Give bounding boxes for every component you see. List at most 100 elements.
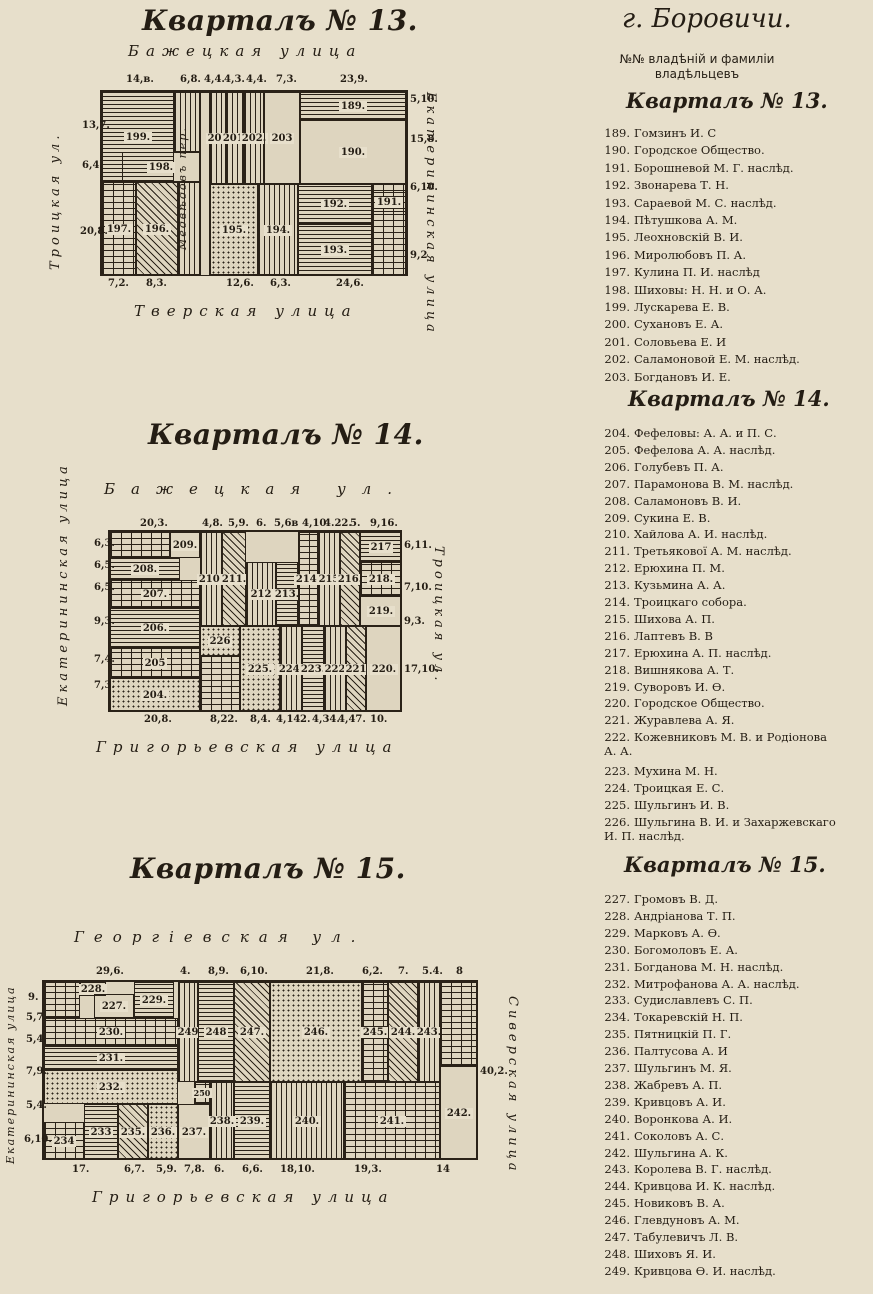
list-item: 229.Марковъ А. Ѳ. bbox=[604, 926, 720, 940]
dim: 7,8. bbox=[184, 1164, 205, 1175]
dim: 7,3. bbox=[94, 680, 115, 691]
entry-number: 248. bbox=[604, 1246, 630, 1261]
entry-number: 226. bbox=[604, 814, 630, 829]
dim: 8,3. bbox=[146, 278, 167, 289]
list-item: 194.Пѣтушкова А. М. bbox=[604, 213, 737, 227]
entry-number: 236. bbox=[604, 1044, 630, 1059]
dim: 6,4. bbox=[82, 160, 103, 171]
list-item: 208.Саламоновъ В. И. bbox=[604, 494, 741, 508]
lot: 229. bbox=[134, 982, 174, 1018]
list-item: 203.Богдановъ И. Е. bbox=[604, 370, 730, 384]
dim: 18,10. bbox=[280, 1164, 315, 1175]
list-item: 213.Кузьмина А. А. bbox=[604, 578, 725, 592]
list-item: 218.Вишнякова А. Т. bbox=[604, 663, 734, 677]
list-item: 232.Митрофанова А. А. наслѣд. bbox=[604, 976, 800, 991]
entry-number: 238. bbox=[604, 1077, 630, 1092]
entry-number: 199. bbox=[604, 300, 630, 314]
dim: 4. bbox=[180, 966, 191, 977]
lot: 225. bbox=[240, 626, 280, 712]
owner-name: Палтусова А. И bbox=[634, 1044, 728, 1059]
entry-number: 193. bbox=[604, 195, 630, 210]
entry-number: 233. bbox=[604, 993, 630, 1008]
list-item: 189.Гомзинъ И. С bbox=[604, 126, 716, 140]
lot: 237. bbox=[178, 1104, 210, 1160]
dim: 8,4. bbox=[250, 714, 271, 725]
q13-lane: Медвѣдовъ пер. bbox=[176, 126, 189, 250]
q14-street-top: Бажецкая ул. bbox=[104, 480, 408, 498]
list-item: 195.Леохновскій В. И. bbox=[604, 230, 743, 244]
q13-street-left: Троицкая ул. bbox=[48, 131, 63, 270]
list-item: 237.Шульгинъ М. Я. bbox=[604, 1061, 731, 1075]
owner-name: Судиславлевъ С. П. bbox=[634, 993, 753, 1008]
list-item: 221.Журавлева А. Я. bbox=[604, 713, 734, 727]
lot: 207. bbox=[110, 580, 200, 608]
list-item: 193.Сараевой М. С. наслѣд. bbox=[604, 195, 776, 210]
list-item: 240.Воронкова А. И. bbox=[604, 1112, 732, 1126]
owner-name: Митрофанова А. А. наслѣд. bbox=[634, 976, 800, 991]
list-header: №№ владѣній и фамиліи владѣльцевъ bbox=[619, 52, 775, 81]
lot: 214. bbox=[293, 532, 323, 626]
dim: 6,2. bbox=[362, 966, 383, 977]
dim: 15,8. bbox=[410, 134, 438, 145]
lot: 194. bbox=[258, 184, 298, 276]
lot: 212 bbox=[246, 562, 276, 626]
list-item: 192.Звонарева Т. Н. bbox=[604, 178, 729, 192]
list-item: 230.Богомоловъ Е. А. bbox=[604, 943, 738, 957]
dim: 6,6. bbox=[242, 1164, 263, 1175]
dim: 4,3. bbox=[224, 74, 245, 85]
lot: 210. bbox=[196, 532, 226, 626]
owner-name: Сухановъ Е. А. bbox=[634, 317, 724, 332]
dim: 7,10. bbox=[404, 582, 432, 593]
owner-name: Кожевниковъ М. В. и Родіонова А. А. bbox=[604, 730, 828, 759]
q14-plan: 209. 208. 207. 206. 205 204. 210. 211. 2… bbox=[108, 530, 402, 712]
lot: 221 bbox=[343, 626, 369, 712]
lot: 211. bbox=[219, 532, 249, 626]
lot: 243. bbox=[414, 982, 444, 1082]
lot: 244. bbox=[388, 982, 418, 1082]
entry-number: 191. bbox=[604, 160, 630, 175]
owner-name: Троицкая Е. С. bbox=[634, 780, 725, 795]
owner-name: Андріанова Т. П. bbox=[634, 908, 736, 923]
dim: 2. bbox=[300, 714, 311, 725]
lot: 213. bbox=[272, 562, 302, 626]
entry-number: 212. bbox=[604, 561, 630, 576]
dim: 6,11. bbox=[404, 540, 432, 551]
lot: 235. bbox=[118, 1104, 148, 1160]
list-item: 196.Миролюбовъ П. А. bbox=[604, 248, 746, 262]
dim: 7. bbox=[398, 966, 409, 977]
dim: 5,9. bbox=[156, 1164, 177, 1175]
list-item: 223.Мухина М. Н. bbox=[604, 764, 717, 778]
list-item: 199.Лускарева Е. В. bbox=[604, 300, 729, 314]
lot: 209. bbox=[170, 532, 200, 558]
entry-number: 225. bbox=[604, 797, 630, 812]
list-item: 222.Кожевниковъ М. В. и Родіонова А. А. bbox=[604, 730, 836, 758]
lot: 226 bbox=[200, 626, 240, 656]
owner-name: Звонарева Т. Н. bbox=[634, 178, 729, 193]
lot: 246. bbox=[270, 982, 362, 1082]
owner-name: Воронкова А. И. bbox=[634, 1111, 733, 1126]
owner-name: Суворовъ И. Ѳ. bbox=[634, 679, 726, 694]
list-item: 241.Соколовъ А. С. bbox=[604, 1129, 724, 1143]
owner-name: Богданова М. Н. наслѣд. bbox=[634, 959, 784, 974]
owner-name: Городское Общество. bbox=[634, 696, 765, 711]
list-item: 211.Третьякової А. М. наслѣд. bbox=[604, 544, 791, 558]
list-item: 243.Королева В. Г. наслѣд. bbox=[604, 1162, 771, 1176]
lot: 216. bbox=[335, 532, 365, 626]
list-item: 249.Кривцова Ѳ. И. наслѣд. bbox=[604, 1264, 775, 1278]
entry-number: 227. bbox=[604, 892, 630, 906]
lot: 242. bbox=[440, 1066, 478, 1160]
dim: 40,2. bbox=[480, 1066, 508, 1077]
owner-name: Лаптевъ В. В bbox=[634, 628, 713, 643]
dim: 17,10. bbox=[404, 664, 439, 675]
dim: 4,34. bbox=[312, 714, 340, 725]
owner-name: Городское Общество. bbox=[634, 143, 765, 158]
q15-plan: 228. 227. 229. 230. 231. 232. 233 234 23… bbox=[42, 980, 478, 1160]
dim: 9,3. bbox=[404, 616, 425, 627]
dim: 5,10. bbox=[410, 94, 438, 105]
lot bbox=[440, 982, 478, 1066]
dim: 6,10. bbox=[240, 966, 268, 977]
list-item: 202.Саламоновой Е. М. наслѣд. bbox=[604, 352, 799, 366]
dim: 7,3. bbox=[276, 74, 297, 85]
q13-street-top: Бажецкая улица bbox=[128, 42, 363, 60]
lot: 199. bbox=[102, 92, 174, 182]
